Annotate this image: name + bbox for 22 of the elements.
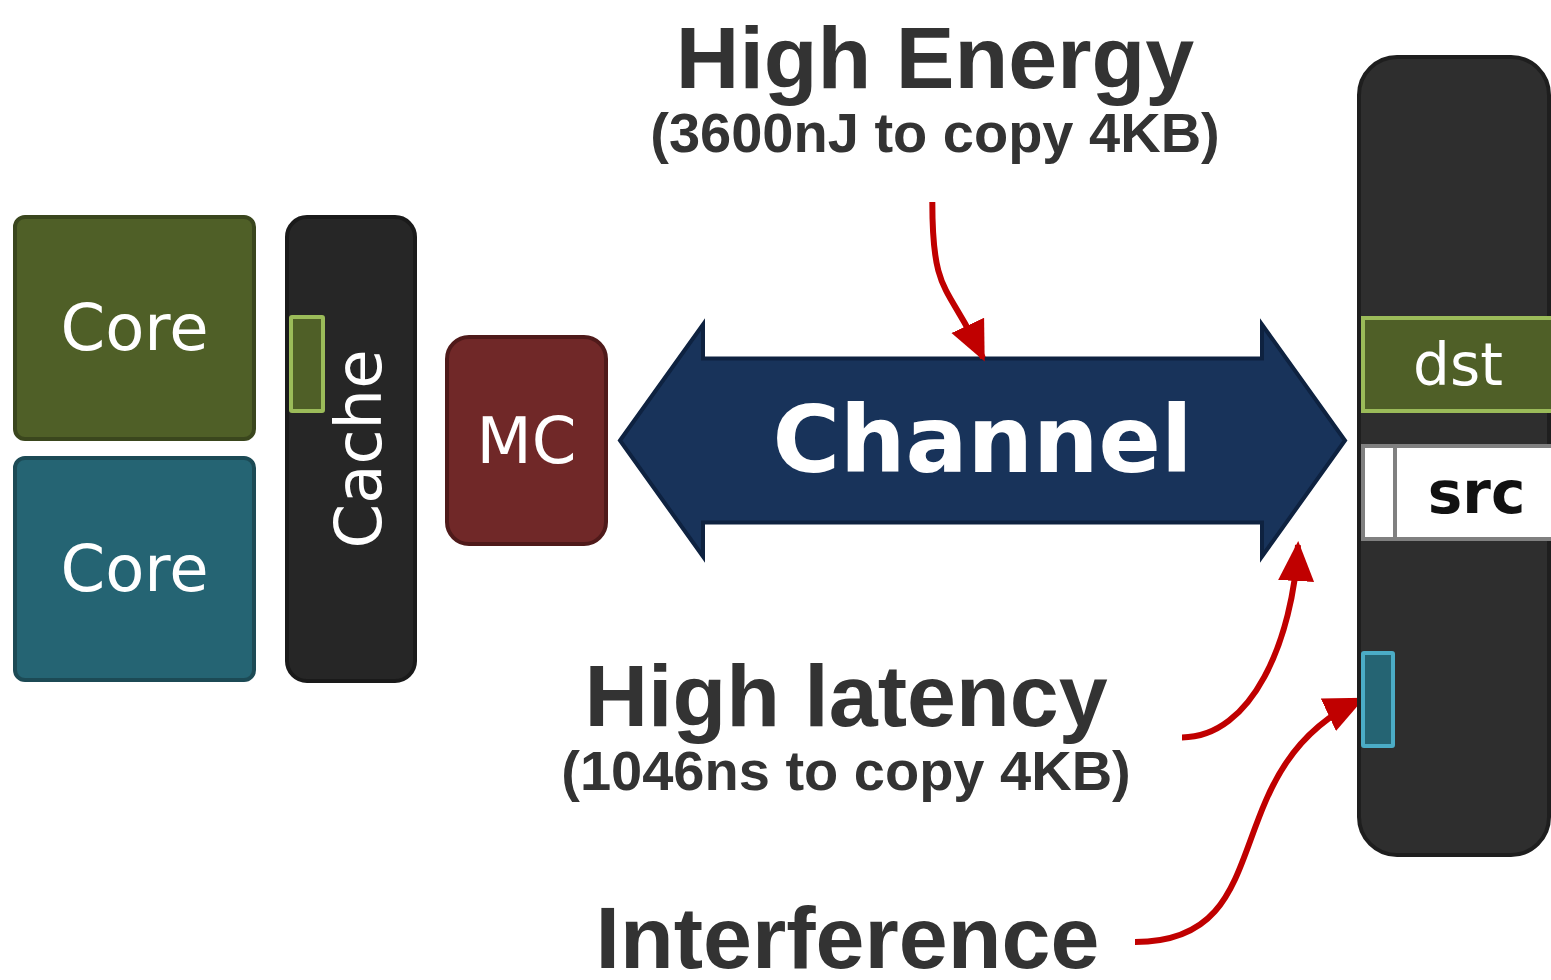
- arrow: [1181, 541, 1313, 741]
- destination-row: [1361, 316, 1551, 413]
- cache-label: Cache: [327, 349, 391, 549]
- controller-label: MC: [476, 408, 577, 473]
- cache-line-block: [289, 315, 325, 413]
- source-row: [1361, 444, 1551, 541]
- heading: Interference: [595, 892, 1100, 980]
- row-label: src: [1427, 463, 1526, 522]
- heading: High Energy: [675, 12, 1195, 105]
- interfering-row: [1361, 651, 1395, 748]
- edge-label: Channel: [772, 394, 1193, 487]
- heading: High latency: [584, 650, 1108, 743]
- row-label: dst: [1413, 335, 1503, 394]
- core-box: [13, 456, 256, 682]
- core-label: Core: [60, 537, 209, 601]
- core-box: [13, 215, 256, 441]
- cache-box: [285, 215, 417, 683]
- arrow: [929, 201, 986, 362]
- memory-bank: [1357, 55, 1551, 857]
- double-arrow: [617, 318, 1348, 563]
- core-label: Core: [60, 296, 209, 360]
- memory-controller-box: [445, 335, 608, 546]
